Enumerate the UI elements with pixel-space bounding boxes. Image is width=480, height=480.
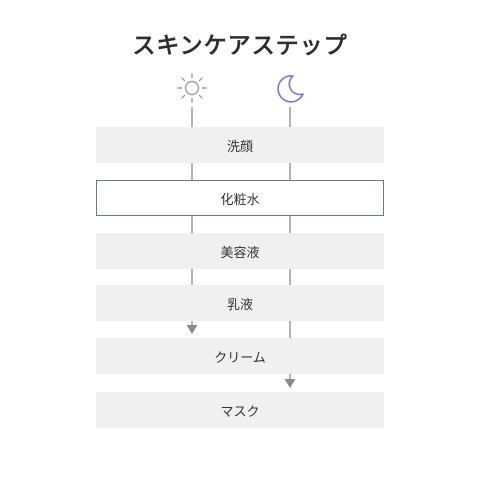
step-label: 化粧水 (220, 192, 260, 208)
page-title: スキンケアステップ (132, 33, 348, 59)
step-label: マスク (220, 404, 260, 420)
step-emulsion: 乳液 (96, 285, 384, 321)
step-label: 洗顔 (226, 139, 253, 155)
evening-end-arrow (284, 379, 296, 388)
step-cream: クリーム (96, 338, 384, 374)
moon-icon (277, 75, 304, 103)
step-label: 美容液 (220, 245, 260, 261)
step-toner: 化粧水 (96, 180, 384, 216)
step-mask: マスク (96, 392, 384, 428)
step-serum: 美容液 (96, 233, 384, 269)
morning-end-arrow (186, 325, 198, 334)
step-label: クリーム (214, 350, 266, 366)
step-label: 乳液 (226, 297, 253, 313)
sun-icon (177, 73, 207, 103)
step-cleansing: 洗顔 (96, 127, 384, 163)
